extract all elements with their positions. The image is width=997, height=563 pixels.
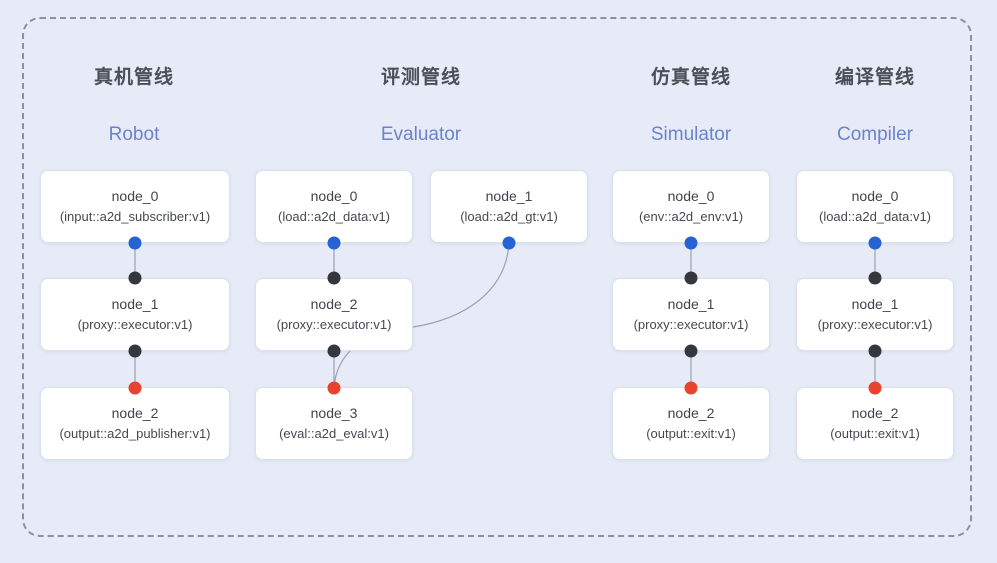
node-name: node_1 xyxy=(667,296,715,312)
port-dot-output-blue xyxy=(327,236,341,250)
port-dot-input-red xyxy=(868,381,882,395)
node-type: (env::a2d_env:v1) xyxy=(638,209,744,224)
port-dot-input-black xyxy=(684,271,698,285)
port-dot-output-blue xyxy=(128,236,142,250)
port-dot-output-black xyxy=(684,344,698,358)
node-box-compiler-node2: node_2 (output::exit:v1) xyxy=(796,387,954,460)
port-dot-output-black xyxy=(868,344,882,358)
node-type: (load::a2d_data:v1) xyxy=(277,209,391,224)
node-box-robot-node1: node_1 (proxy::executor:v1) xyxy=(40,278,230,351)
port-dot-output-black xyxy=(327,344,341,358)
port-dot-input-red xyxy=(128,381,142,395)
node-box-evaluator-node3: node_3 (eval::a2d_eval:v1) xyxy=(255,387,413,460)
pipeline-title-zh-simulator: 仿真管线 xyxy=(650,67,732,88)
pipeline-title-zh-evaluator: 评测管线 xyxy=(380,67,462,88)
pipeline-title-en-evaluator: Evaluator xyxy=(380,124,462,145)
node-type: (proxy::executor:v1) xyxy=(77,317,193,332)
pipeline-title-zh-robot: 真机管线 xyxy=(93,67,175,88)
node-name: node_0 xyxy=(851,188,899,204)
node-box-robot-node0: node_0 (input::a2d_subscriber:v1) xyxy=(40,170,230,243)
port-dot-input-black xyxy=(327,271,341,285)
node-box-evaluator-node2: node_2 (proxy::executor:v1) xyxy=(255,278,413,351)
node-name: node_1 xyxy=(851,296,899,312)
node-type: (input::a2d_subscriber:v1) xyxy=(59,209,211,224)
node-type: (proxy::executor:v1) xyxy=(276,317,392,332)
pipeline-title-en-robot: Robot xyxy=(108,124,160,145)
node-type: (proxy::executor:v1) xyxy=(817,317,933,332)
node-name: node_2 xyxy=(851,405,899,421)
node-box-evaluator-node1: node_1 (load::a2d_gt:v1) xyxy=(430,170,588,243)
node-box-robot-node2: node_2 (output::a2d_publisher:v1) xyxy=(40,387,230,460)
node-box-compiler-node1: node_1 (proxy::executor:v1) xyxy=(796,278,954,351)
port-dot-input-red xyxy=(684,381,698,395)
node-name: node_2 xyxy=(667,405,715,421)
node-box-evaluator-node0: node_0 (load::a2d_data:v1) xyxy=(255,170,413,243)
node-type: (load::a2d_data:v1) xyxy=(818,209,932,224)
node-name: node_3 xyxy=(310,405,358,421)
node-type: (proxy::executor:v1) xyxy=(633,317,749,332)
node-box-compiler-node0: node_0 (load::a2d_data:v1) xyxy=(796,170,954,243)
node-box-simulator-node0: node_0 (env::a2d_env:v1) xyxy=(612,170,770,243)
pipeline-title-en-compiler: Compiler xyxy=(836,124,914,145)
node-name: node_1 xyxy=(485,188,533,204)
port-dot-output-blue xyxy=(868,236,882,250)
port-dot-output-black xyxy=(128,344,142,358)
pipeline-title-en-simulator: Simulator xyxy=(650,124,732,145)
node-name: node_0 xyxy=(111,188,159,204)
port-dot-output-blue xyxy=(684,236,698,250)
dashed-frame xyxy=(22,17,972,537)
port-dot-input-black xyxy=(128,271,142,285)
node-type: (eval::a2d_eval:v1) xyxy=(279,426,389,441)
port-dot-input-red xyxy=(327,381,341,395)
node-name: node_2 xyxy=(310,296,358,312)
node-type: (output::a2d_publisher:v1) xyxy=(59,426,211,441)
node-type: (output::exit:v1) xyxy=(830,426,920,441)
pipeline-title-zh-compiler: 编译管线 xyxy=(834,67,916,88)
node-name: node_1 xyxy=(111,296,159,312)
node-box-simulator-node1: node_1 (proxy::executor:v1) xyxy=(612,278,770,351)
node-box-simulator-node2: node_2 (output::exit:v1) xyxy=(612,387,770,460)
node-type: (output::exit:v1) xyxy=(646,426,736,441)
node-type: (load::a2d_gt:v1) xyxy=(460,209,558,224)
node-name: node_0 xyxy=(667,188,715,204)
node-name: node_2 xyxy=(111,405,159,421)
node-name: node_0 xyxy=(310,188,358,204)
port-dot-output-blue xyxy=(502,236,516,250)
port-dot-input-black xyxy=(868,271,882,285)
